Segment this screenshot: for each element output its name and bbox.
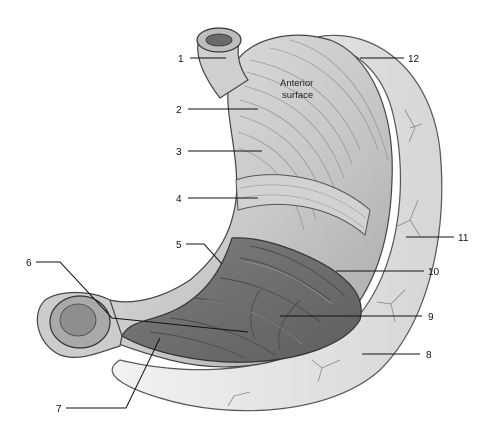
leader-lines [36,57,454,409]
label-1: 1 [178,54,184,65]
label-11: 11 [458,233,469,244]
mucosa-cavity [121,237,362,363]
label-9: 9 [428,312,434,323]
label-8: 8 [426,350,432,361]
label-4: 4 [176,194,182,205]
label-6: 6 [26,258,32,269]
label-3: 3 [176,147,182,158]
anterior-surface-line2: surface [282,90,313,101]
label-7: 7 [56,404,62,415]
label-2: 2 [176,105,182,116]
anterior-surface-line1: Anterior [280,78,313,89]
oblique-muscle-band [235,174,371,236]
label-12: 12 [408,54,420,65]
label-10: 10 [428,267,440,278]
label-5: 5 [176,240,182,251]
